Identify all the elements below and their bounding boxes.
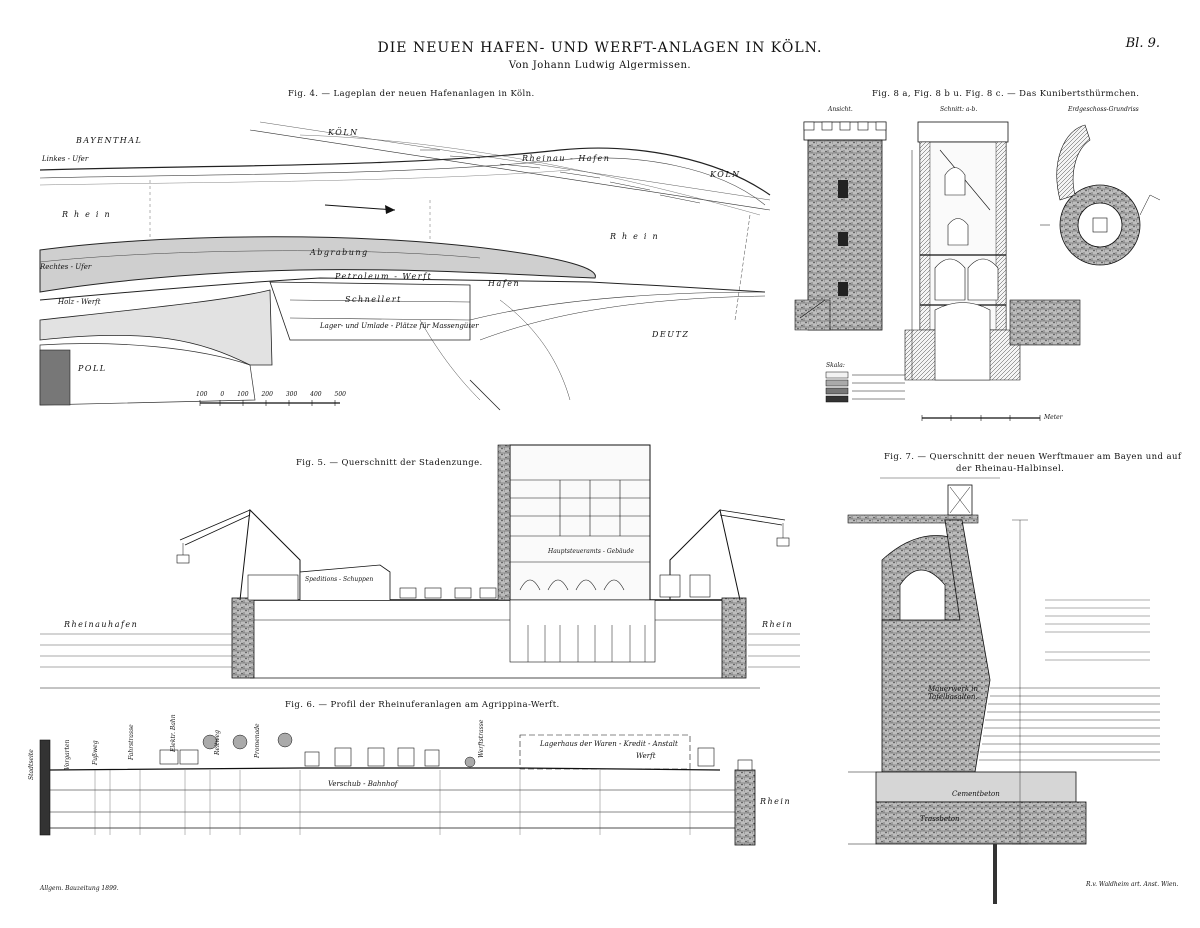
fig5-caption: Fig. 5. — Querschnitt der Stadenzunge.: [296, 458, 483, 468]
fig6-werft: Werft: [636, 752, 656, 760]
journal-credit: Allgem. Bauzeitung 1899.: [40, 885, 119, 892]
fig7-mauerwerk: Mauerwerk in Tafelbasalten.: [928, 685, 979, 701]
fig4-scale-tick: 100: [237, 391, 249, 398]
fig8-skala-title: Skala:: [826, 362, 845, 369]
fig6-rhein: Rhein: [760, 797, 792, 806]
fig8-scale-unit: Meter: [1044, 414, 1063, 421]
fig4-rheinau-hafen: Rheinau - Hafen: [522, 154, 611, 163]
fig6-caption: Fig. 6. — Profil der Rheinuferanlagen am…: [285, 700, 560, 710]
fig5-rhein: Rhein: [762, 620, 794, 629]
fig4-scale-tick: 400: [310, 391, 322, 398]
fig4-bayenthal: BAYENTHAL: [76, 136, 143, 145]
fig4-scale-tick: 300: [285, 391, 298, 398]
fig4-scale-tick: 100: [196, 391, 208, 398]
fig4-abgrabung: Abgrabung: [310, 248, 369, 257]
fig4-holz-werft: Holz - Werft: [58, 298, 101, 306]
fig4-poll: POLL: [78, 364, 107, 373]
fig5-hauptsteuer: Hauptsteueramts - Gebäude: [548, 548, 634, 555]
fig4-rhein-right: Rhein: [610, 232, 664, 241]
fig8-ansicht: Ansicht.: [828, 106, 853, 113]
fig7-caption-line2: der Rheinau-Halbinsel.: [956, 464, 1065, 474]
fig4-scale-labels: 100 0 100 200 300 400 500: [196, 391, 346, 398]
plate-subtitle: Von Johann Ludwig Algermissen.: [508, 60, 692, 71]
fig8-caption: Fig. 8 a, Fig. 8 b u. Fig. 8 c. — Das Ku…: [872, 89, 1140, 99]
fig4-scale-tick: 500: [334, 391, 346, 398]
fig4-rechtes-ufer: Rechtes - Ufer: [40, 263, 92, 271]
fig7-caption-line1: Fig. 7. — Querschnitt der neuen Werftmau…: [884, 452, 1182, 462]
fig4-hafen: Hafen: [488, 279, 521, 288]
fig4-koeln-top: KÖLN: [328, 128, 359, 137]
fig4-scale-tick: 0: [220, 391, 225, 398]
fig7-cementbeton: Cementbeton: [952, 790, 1000, 798]
fig8-schnitt: Schnitt: a-b.: [940, 106, 978, 113]
fig4-scale-tick: 200: [261, 391, 273, 398]
fig8-grundriss: Erdgeschoss-Grundriss: [1068, 106, 1139, 113]
fig6-verschub: Verschub - Bahnhof: [328, 780, 398, 788]
fig4-koeln-right: KÖLN: [710, 170, 741, 179]
fig4-lager: Lager- und Umlade - Plätze für Massengüt…: [320, 322, 479, 330]
fig5-speditions-schuppen: Speditions - Schuppen: [305, 576, 374, 583]
fig5-rheinauhafen: Rheinauhafen: [64, 620, 139, 629]
fig4-rhein-left: Rhein: [62, 210, 116, 219]
fig6-lagerhaus: Lagerhaus der Waren - Kredit - Anstalt: [540, 740, 678, 748]
printer-credit: R.v. Waldheim art. Anst. Wien.: [1086, 881, 1179, 888]
fig7-trassbeton: Trassbeton: [920, 815, 960, 823]
fig4-caption: Fig. 4. — Lageplan der neuen Hafenanlage…: [288, 89, 535, 99]
fig4-linkes-ufer: Linkes - Ufer: [42, 155, 89, 163]
plate-title: DIE NEUEN HAFEN- UND WERFT-ANLAGEN IN KÖ…: [377, 40, 823, 56]
plate-number: Bl. 9.: [1125, 36, 1160, 51]
fig4-deutz: DEUTZ: [652, 330, 690, 339]
fig4-schnellert: Schnellert: [345, 295, 402, 304]
fig4-petroleum-werft: Petroleum - Werft: [335, 272, 433, 281]
